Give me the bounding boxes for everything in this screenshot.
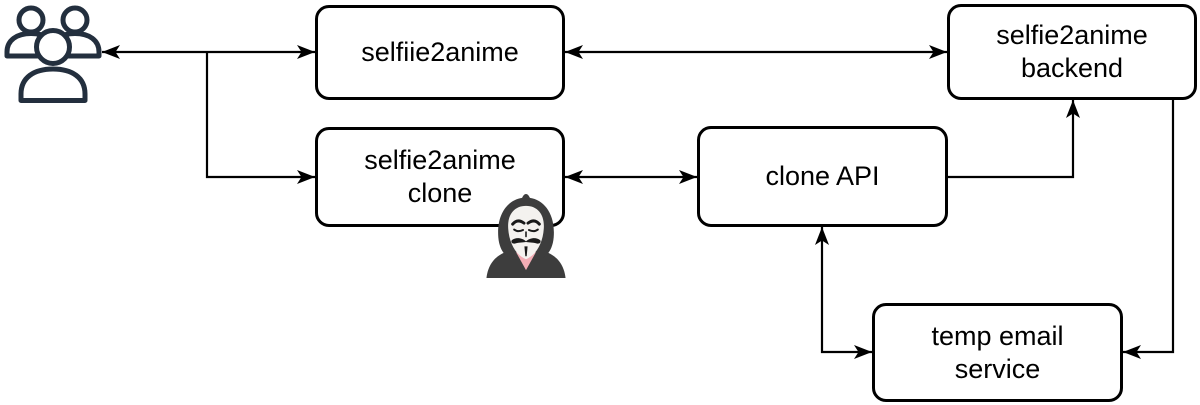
edge-backend-tempemail	[1123, 100, 1175, 359]
node-temp-email-service: temp email service	[872, 303, 1123, 402]
users-group-icon	[4, 3, 102, 103]
node-label: selfiie2anime	[361, 37, 519, 68]
edge-cloneapi-backend	[948, 100, 1080, 179]
node-clone-api: clone API	[697, 126, 948, 227]
node-label: temp email service	[931, 320, 1064, 384]
node-label: clone API	[765, 161, 880, 192]
edge-users-clone	[205, 52, 315, 184]
node-label: selfie2anime clone	[364, 145, 516, 208]
node-selfiie2anime: selfiie2anime	[315, 5, 565, 100]
anonymous-hacker-icon	[481, 191, 571, 278]
node-selfie2anime-backend: selfie2anime backend	[947, 4, 1197, 100]
node-label: selfie2anime backend	[996, 20, 1148, 83]
edge-cloneapi-tempemail	[815, 227, 872, 359]
